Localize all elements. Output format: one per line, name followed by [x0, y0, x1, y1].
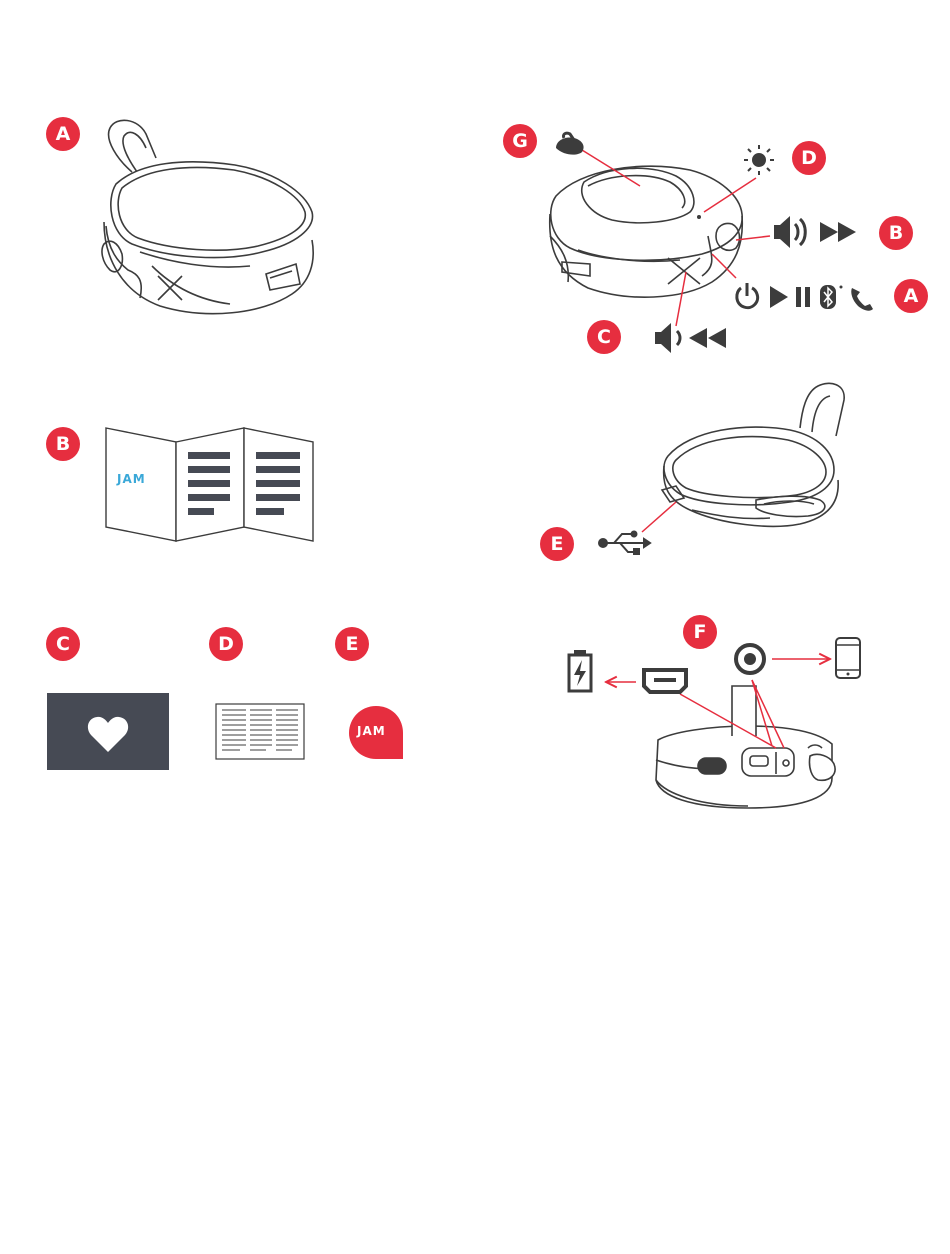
aux-jack-icon [736, 645, 764, 673]
speaker-charging-illustration [662, 383, 844, 526]
usb-icon [599, 532, 650, 555]
volume-up-icon [774, 216, 805, 248]
manual-jam-logo: JAM [117, 472, 146, 486]
control-badge-g: G [503, 124, 537, 158]
next-track-icon [820, 222, 856, 242]
control-badge-a: A [894, 279, 928, 313]
speaker-with-strap-illustration [102, 120, 313, 313]
pause-icon [796, 287, 810, 307]
smartphone-icon [836, 638, 860, 678]
light-icon [744, 145, 774, 175]
box-content-badge-c: C [46, 627, 80, 661]
sticker-jam-logo: JAM [357, 724, 386, 738]
control-badge-d: D [792, 141, 826, 175]
volume-down-icon [655, 323, 680, 353]
phone-icon [851, 288, 873, 311]
speaker-ports-illustration [656, 686, 835, 808]
control-badge-b: B [879, 216, 913, 250]
warranty-card-illustration [47, 693, 169, 770]
light-indicator-dot [697, 215, 701, 219]
power-icon [737, 283, 758, 308]
box-content-badge-b: B [46, 427, 80, 461]
leaflet-illustration [216, 704, 304, 759]
usb-leader-line [642, 502, 676, 532]
box-content-badge-a: A [46, 117, 80, 151]
bluetooth-icon [820, 285, 843, 309]
battery-charging-icon [569, 650, 591, 691]
speaker-controls-illustration [550, 166, 743, 297]
port-badge-f: F [683, 615, 717, 649]
box-content-badge-d: D [209, 627, 243, 661]
micro-usb-port-icon [644, 670, 686, 692]
play-icon [770, 286, 788, 308]
previous-track-icon [689, 328, 726, 348]
control-badge-c: C [587, 320, 621, 354]
port-badge-e: E [540, 527, 574, 561]
strap-loop-icon [556, 133, 584, 154]
box-content-badge-e: E [335, 627, 369, 661]
